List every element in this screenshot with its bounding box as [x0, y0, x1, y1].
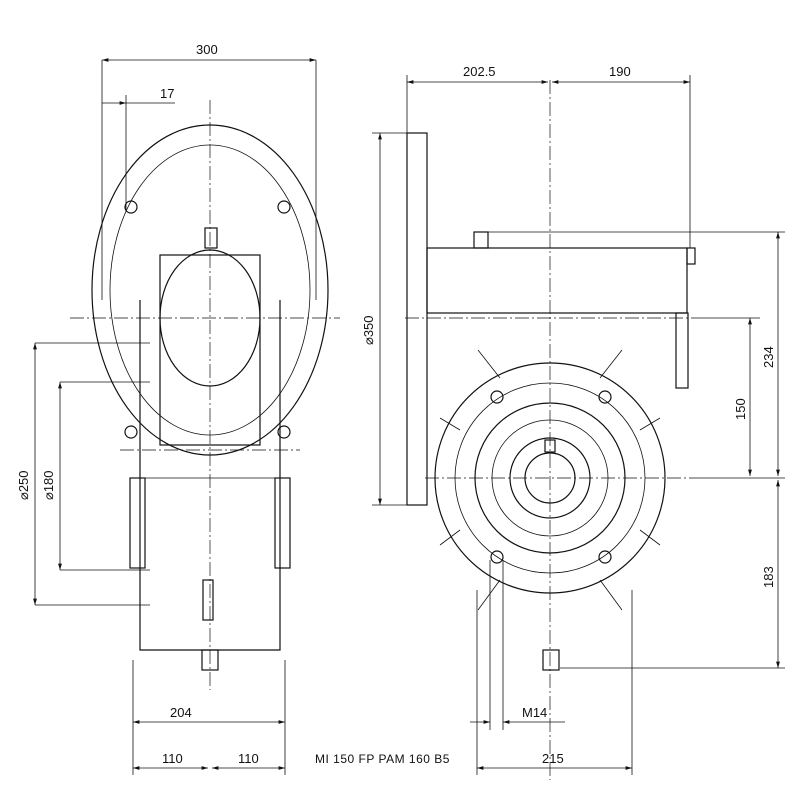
dim-190: 190: [609, 64, 631, 79]
front-vent-plug: [204, 227, 218, 249]
front-shaft-boss: [159, 249, 261, 387]
front-drain-plug: [201, 649, 219, 671]
dim-17: 17: [160, 86, 174, 101]
front-body-upper: [159, 254, 261, 446]
dim-m14: M14: [522, 705, 547, 720]
dim-110-right: 110: [238, 751, 259, 766]
dim-300: 300: [196, 42, 218, 57]
dim-diameter-180: ⌀180: [41, 470, 56, 500]
side-dimensions: 202.5 190 ⌀350 234 150 183 M14 215: [361, 64, 785, 775]
front-key: [202, 579, 214, 621]
dim-204: 204: [170, 705, 192, 720]
dim-202-5: 202.5: [463, 64, 496, 79]
side-bolt-holes: [490, 390, 612, 564]
side-housing-ribs: [439, 349, 661, 611]
front-foot-left: [129, 477, 146, 569]
front-bolt-holes: [124, 200, 291, 439]
dim-150: 150: [733, 398, 748, 420]
side-upper-housing: [426, 247, 688, 314]
dim-110-left: 110: [162, 751, 183, 766]
front-foot-right: [274, 477, 291, 569]
side-housing-rib: [675, 312, 689, 389]
dim-diameter-250: ⌀250: [16, 470, 31, 500]
side-housing-plug: [686, 247, 696, 265]
side-view: [405, 80, 700, 780]
side-drain-plug: [542, 649, 560, 671]
drawing-title: MI 150 FP PAM 160 B5: [315, 752, 450, 766]
dim-183: 183: [761, 566, 776, 588]
dim-234: 234: [761, 346, 776, 368]
dim-diameter-350: ⌀350: [361, 315, 376, 345]
front-view: [70, 100, 340, 690]
front-dimensions: 300 17 ⌀250 ⌀180 204 110 110: [16, 42, 317, 775]
dim-215: 215: [542, 751, 564, 766]
side-vent-plug: [473, 231, 489, 249]
side-flange-plate: [406, 132, 428, 506]
